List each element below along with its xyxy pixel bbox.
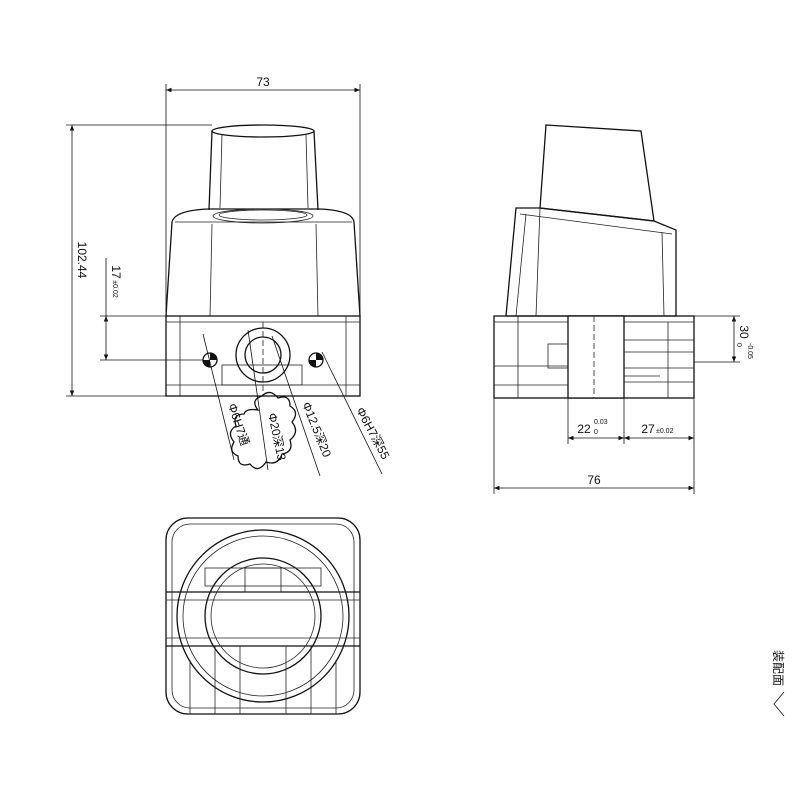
side-lower-block (493, 315, 695, 399)
dim-side-height-tol-lower: -0.05 (746, 343, 753, 359)
dim-offset-22: 22 (577, 422, 591, 436)
edge-chevron-icon (773, 691, 785, 717)
dim-offset-22-tol-upper: 0.03 (594, 419, 608, 426)
dim-offset-27-tol: ±0.02 (656, 428, 674, 435)
dim-side-width-76: 76 (587, 473, 601, 487)
revision-cloud (229, 391, 297, 470)
front-upper-body (165, 208, 361, 317)
front-view: 73 102.44 17 ±0.02 Φ6H7通 Φ20深13 Φ12.5深20… (66, 75, 393, 477)
front-dimensions: 73 102.44 17 ±0.02 (66, 75, 361, 397)
dim-hole-height-tol: ±0.02 (111, 280, 118, 298)
dim-hole-height-17: 17 (109, 265, 123, 279)
dim-offset-22-tol-lower: 0 (594, 429, 598, 436)
side-dimensions: 30 0 -0.05 22 0.03 0 27 ±0.02 76 (493, 315, 753, 494)
side-view: 30 0 -0.05 22 0.03 0 27 ±0.02 76 (493, 124, 753, 494)
dim-width-73: 73 (256, 75, 270, 89)
top-view (165, 517, 361, 715)
dim-side-height-30: 30 (737, 325, 751, 339)
front-lower-block (165, 315, 361, 397)
front-top-cylinder (208, 124, 319, 211)
side-upper-tilted (505, 124, 677, 317)
front-callouts: Φ6H7通 Φ20深13 Φ12.5深20 Φ6H7深55 (202, 329, 393, 477)
callout-center-bore: Φ20深13 (265, 412, 289, 462)
dim-side-height-tol-upper: 0 (735, 343, 742, 347)
callout-right-hole: Φ6H7深55 (353, 405, 392, 462)
dim-offset-27: 27 (641, 422, 655, 436)
dim-height-102-44: 102.44 (75, 242, 89, 279)
edge-note: 装配面 (771, 650, 785, 686)
